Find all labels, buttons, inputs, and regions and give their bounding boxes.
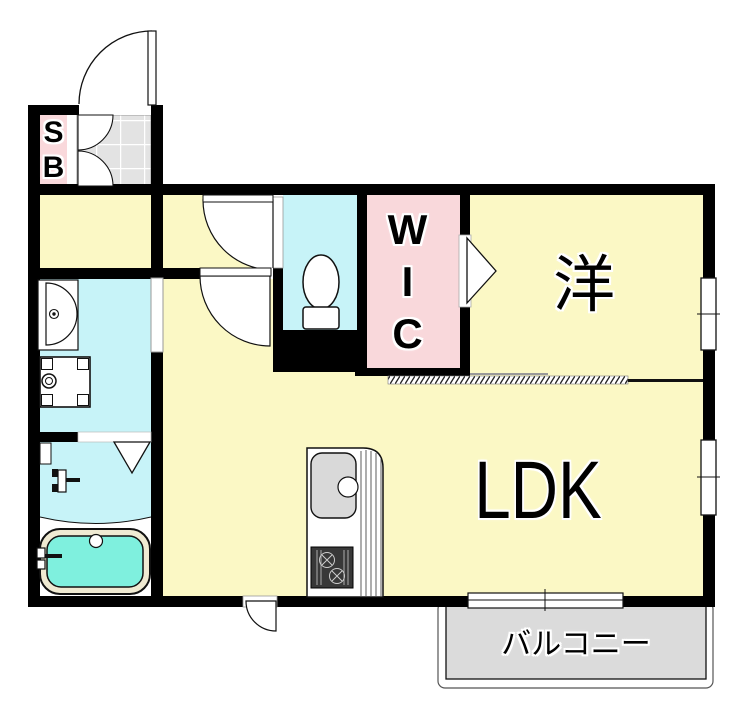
western-room-floor: [470, 195, 703, 377]
wall-washroom-bath: [28, 432, 78, 442]
ldk-floor-right: [470, 377, 703, 597]
kitchen-sink-icon: [310, 452, 359, 519]
hall-ldk-door-swing: [199, 275, 271, 347]
toilet-door-leaf: [202, 194, 274, 203]
wall-entrance-right: [151, 105, 163, 197]
wall-hall-washroom: [28, 268, 202, 279]
balcony-deck: [445, 599, 707, 680]
wall-entrance-top: [28, 105, 79, 115]
wall-toilet-left: [273, 268, 283, 332]
western-room-label: 洋: [552, 251, 616, 320]
washroom-sliding-door: [150, 277, 164, 353]
entrance-door-swing: [78, 30, 153, 105]
ldk-label: LDK: [474, 445, 602, 536]
wall-toilet-wic: [357, 195, 367, 372]
wic-area: [367, 195, 460, 368]
wic-label: WIC: [384, 206, 431, 362]
wall-left: [28, 105, 40, 607]
shoe-box-door-upper: [77, 114, 114, 151]
bathroom-door-marker: [112, 441, 152, 475]
wall-toilet-block: [273, 330, 367, 372]
toilet-doorway: [272, 196, 284, 269]
bathtub-icon: [36, 528, 151, 595]
shower-mixer-icon: [52, 469, 80, 493]
wall-wic-bottom: [355, 368, 470, 376]
partition-thin-wall: [628, 379, 703, 382]
balcony-label: バルコニー: [501, 628, 651, 661]
bathroom-door-frame: [39, 442, 52, 465]
bathroom-doorway: [77, 431, 152, 443]
wall-top: [28, 184, 715, 195]
entrance-doorway: [79, 105, 151, 115]
wall-right: [703, 184, 715, 607]
back-door-swing: [245, 600, 277, 632]
hall-ldk-door-leaf: [199, 267, 272, 277]
shoe-box-label: SB: [37, 116, 70, 186]
washbasin-icon: [37, 279, 79, 351]
washing-machine-icon: [39, 356, 91, 408]
stove-icon: [310, 546, 354, 589]
shoe-box-door-lower: [77, 150, 114, 187]
toilet-icon: [302, 254, 340, 330]
open-partition-hatch: [387, 375, 629, 385]
wic-door-marker: [466, 236, 497, 305]
wall-bottom: [28, 596, 715, 607]
shoe-box-area: [39, 115, 67, 186]
bathroom-floor-edge: [39, 516, 152, 524]
wall-mid-vertical: [151, 195, 163, 607]
entrance-door-leaf: [147, 30, 157, 106]
